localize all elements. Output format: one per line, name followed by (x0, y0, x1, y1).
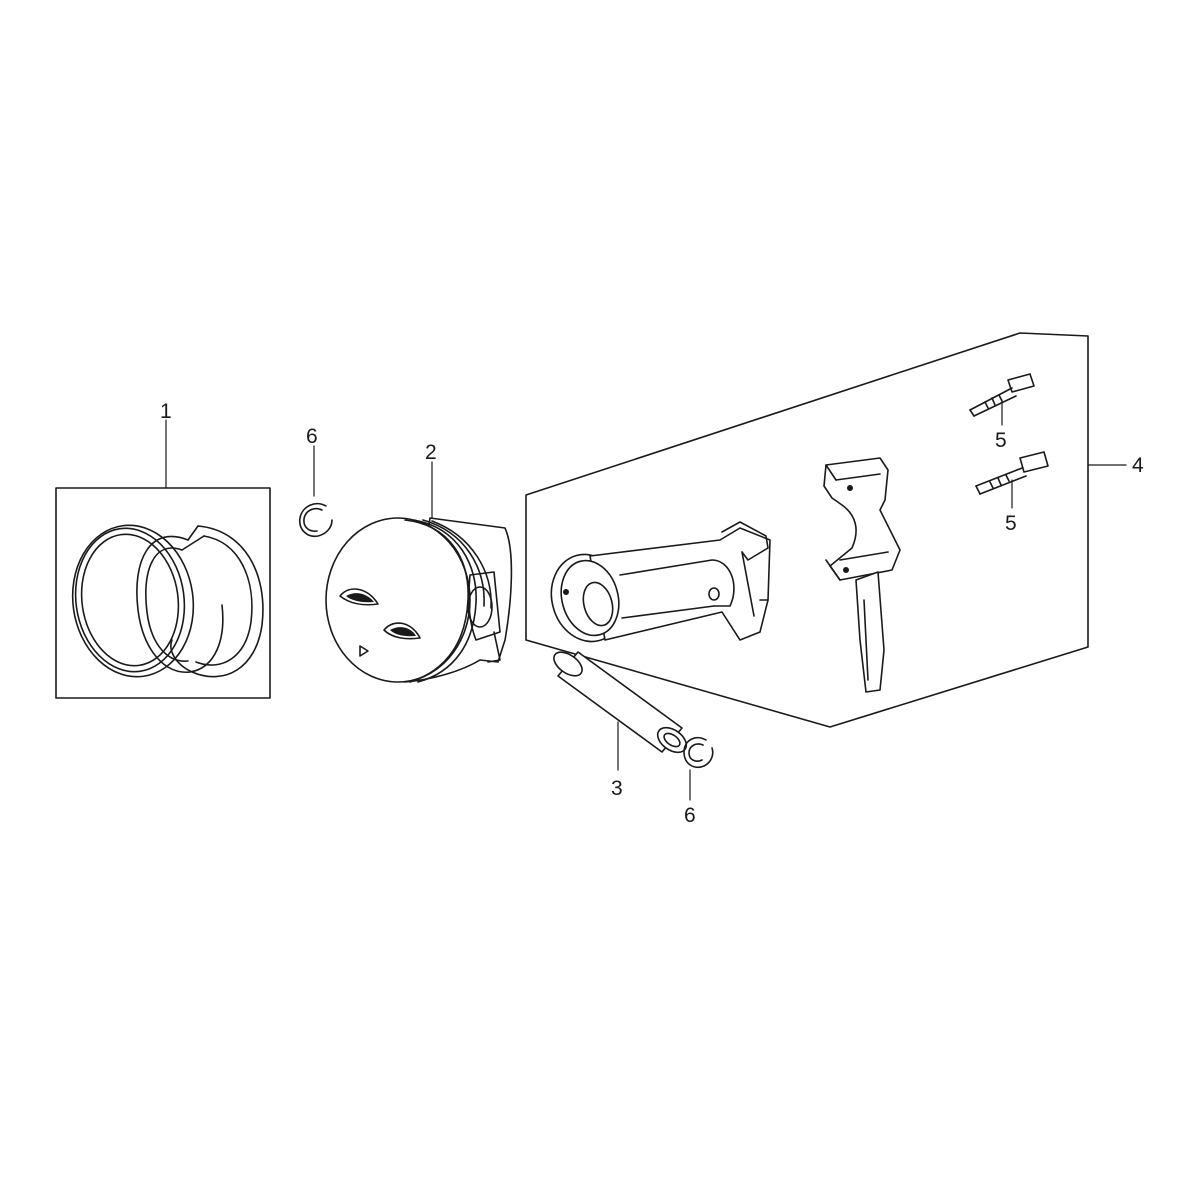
label-4: 4 (1132, 454, 1144, 477)
label-6-upper: 6 (306, 425, 318, 448)
piston-pin: 3 (553, 651, 688, 800)
label-5-upper: 5 (995, 429, 1007, 452)
pin-clip-upper: 6 (298, 425, 333, 538)
label-1: 1 (160, 400, 172, 423)
rod-set-boundary (525, 332, 1089, 728)
rod-cap (823, 457, 901, 693)
label-2: 2 (425, 441, 437, 464)
connecting-rod (550, 521, 771, 643)
rod-bolt-lower: 5 (975, 451, 1049, 535)
piston-ring-box (55, 487, 271, 699)
pin-clip-lower: 6 (683, 736, 714, 827)
label-3: 3 (611, 777, 623, 800)
rod-bolt-upper: 5 (969, 373, 1035, 452)
label-6-lower: 6 (684, 804, 696, 827)
connecting-rod-set: 4 (525, 332, 1144, 728)
piston: 2 (325, 441, 513, 683)
piston-ring-set: 1 (55, 400, 271, 699)
label-5-lower: 5 (1005, 512, 1017, 535)
